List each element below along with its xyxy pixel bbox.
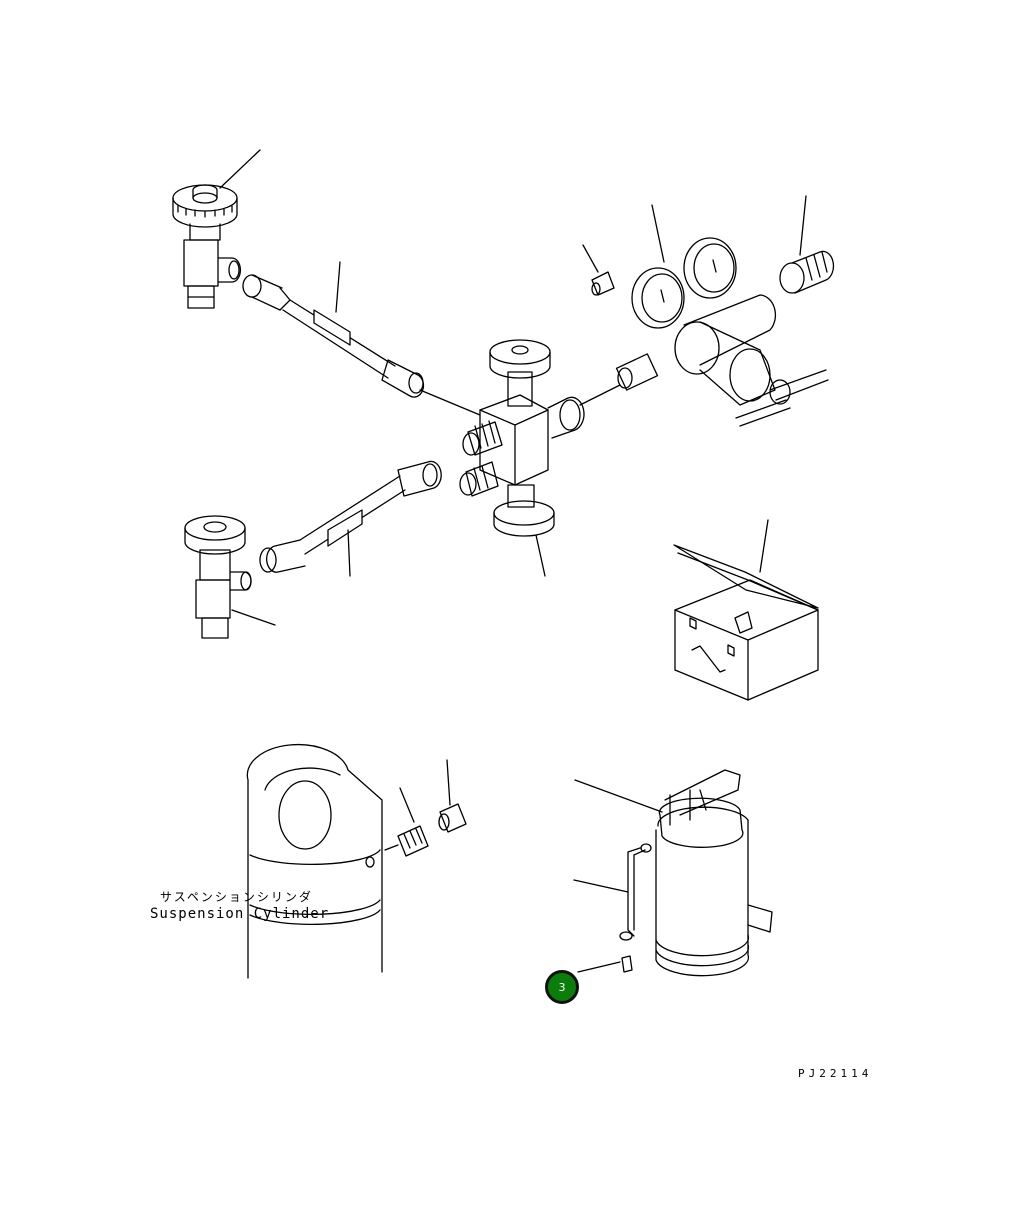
cylinder-fittings [384,759,467,857]
lower-hose [259,460,442,577]
drawing-code: PJ22114 [798,1067,873,1080]
pump-tank [573,769,773,977]
adapter-fitting [779,195,835,294]
callout-number: 3 [558,980,566,994]
lower-left-valve [184,515,276,639]
pressure-regulator [615,204,829,427]
component-label-jp: サスペンションシリンダ [160,890,313,904]
suspension-cylinder [246,743,383,979]
manifold-block [419,339,621,577]
tool-box [673,519,819,701]
top-left-valve [172,149,261,309]
small-fitting [582,244,615,296]
upper-hose [242,261,425,398]
callout-badge-3[interactable]: 3 [545,970,579,1004]
component-label-en: Suspension Cylinder [150,906,330,922]
